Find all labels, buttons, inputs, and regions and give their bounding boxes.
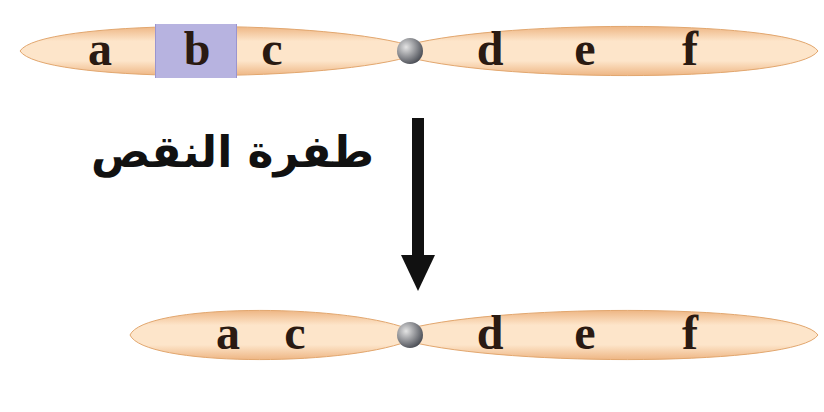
gene-letter: d xyxy=(477,309,504,357)
gene-letter: e xyxy=(574,309,595,357)
gene-letter: c xyxy=(284,309,305,357)
chromosome-arm: d e f xyxy=(408,304,818,366)
chromosome-outline xyxy=(130,304,408,366)
centromere xyxy=(397,38,423,64)
arm-outline xyxy=(130,310,408,359)
chromosome-arm: bac xyxy=(20,20,408,82)
chromosome-outline xyxy=(408,20,818,82)
gene-letter: d xyxy=(477,25,504,73)
gene-letter: f xyxy=(682,25,698,73)
gene-letter: a xyxy=(216,309,240,357)
gene-letter: f xyxy=(682,309,698,357)
chromosome-outline xyxy=(408,304,818,366)
arm-outline xyxy=(408,310,818,359)
mutation-arrow xyxy=(401,118,435,291)
edge-label: طفرة النقص xyxy=(87,126,378,179)
deleted-band: b xyxy=(155,24,237,78)
gene-letter: e xyxy=(574,25,595,73)
chromosome-arm: d e f xyxy=(408,20,818,82)
arm-outline xyxy=(408,26,818,75)
gene-letter: b xyxy=(184,25,211,73)
centromere xyxy=(397,322,423,348)
gene-letter: a xyxy=(88,25,112,73)
chromosome-arm: ac xyxy=(130,304,408,366)
gene-letter: c xyxy=(261,25,282,73)
